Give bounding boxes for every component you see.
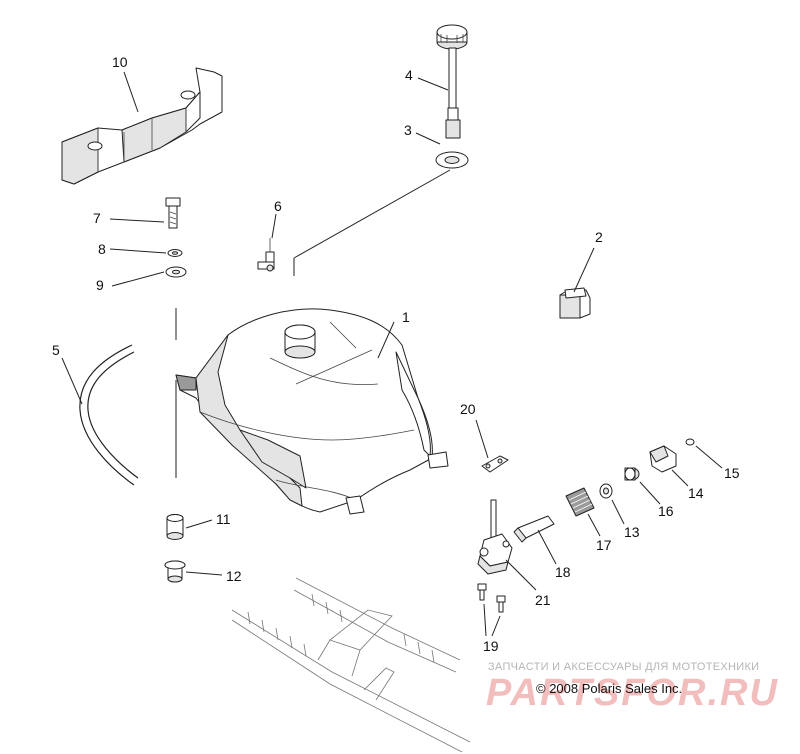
part-7-bolt[interactable] <box>165 197 181 229</box>
part-20-gasket[interactable] <box>481 455 509 473</box>
part-16-bushing[interactable] <box>624 467 640 481</box>
watermark-subtitle: ЗАПЧАСТИ И АКСЕССУАРЫ ДЛЯ МОТОТЕХНИКИ <box>488 661 760 673</box>
callout-7[interactable]: 7 <box>93 210 101 226</box>
callout-8[interactable]: 8 <box>98 241 106 257</box>
callout-12[interactable]: 12 <box>226 568 242 584</box>
callout-1[interactable]: 1 <box>402 309 410 325</box>
callout-14[interactable]: 14 <box>688 485 704 501</box>
part-3-grommet[interactable] <box>435 151 469 169</box>
part-14-knob[interactable] <box>649 445 677 473</box>
part-10-bracket[interactable] <box>61 67 223 185</box>
callout-13[interactable]: 13 <box>624 524 640 540</box>
callout-6[interactable]: 6 <box>274 198 282 214</box>
callout-11[interactable]: 11 <box>216 511 231 527</box>
copyright-text: © 2008 Polaris Sales Inc. <box>536 681 683 696</box>
callout-2[interactable]: 2 <box>595 229 603 245</box>
callout-21[interactable]: 21 <box>535 592 551 608</box>
part-5-hose[interactable] <box>79 344 139 486</box>
callout-20[interactable]: 20 <box>460 401 476 417</box>
callout-17[interactable]: 17 <box>596 537 612 553</box>
callout-16[interactable]: 16 <box>658 503 674 519</box>
callout-10[interactable]: 10 <box>112 54 128 70</box>
part-13-o-ring[interactable] <box>599 483 613 499</box>
part-8-washer[interactable] <box>167 249 183 257</box>
part-17-spring[interactable] <box>565 487 595 517</box>
part-19-screws[interactable] <box>477 583 506 613</box>
part-1-fuel-tank[interactable] <box>175 308 449 515</box>
callout-5[interactable]: 5 <box>52 342 60 358</box>
frame-section <box>231 577 471 753</box>
callout-19[interactable]: 19 <box>483 638 499 654</box>
leader-lines <box>61 71 723 637</box>
part-11-spacer[interactable] <box>166 514 184 540</box>
part-2-clip[interactable] <box>559 287 591 319</box>
watermark-logo: PARTSFOR.RU <box>486 672 779 714</box>
part-15-screw[interactable] <box>685 438 695 446</box>
part-12-grommet[interactable] <box>164 560 186 583</box>
callout-labels: 1 2 3 4 5 6 7 8 9 10 11 12 13 14 15 16 1… <box>52 54 740 654</box>
part-18-fuel-line[interactable] <box>513 515 555 543</box>
part-21-petcock[interactable] <box>477 499 513 575</box>
part-9-washer[interactable] <box>165 266 187 278</box>
callout-18[interactable]: 18 <box>555 564 571 580</box>
callout-9[interactable]: 9 <box>96 277 104 293</box>
callout-4[interactable]: 4 <box>405 67 413 83</box>
part-6-vent-fitting[interactable] <box>257 238 275 272</box>
callout-3[interactable]: 3 <box>404 122 412 138</box>
callout-15[interactable]: 15 <box>724 465 740 481</box>
part-4-fuel-cap[interactable] <box>436 24 468 139</box>
